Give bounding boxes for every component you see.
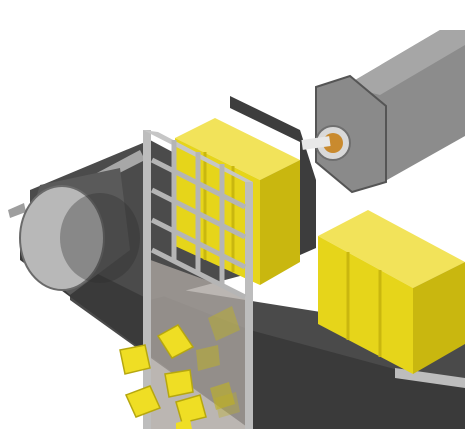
chute-frame-right [245,182,253,429]
cube [156,324,195,359]
stack-side [260,160,300,285]
plate-face [230,96,316,255]
cube [196,345,220,371]
pusher-back-plate [230,96,316,255]
right-stack-front [318,236,413,374]
product-stack-right [318,210,465,374]
falling-cubes [119,306,240,429]
right-stack-top [318,210,465,288]
linear-actuator [301,30,465,194]
cube [164,369,194,398]
stack-top [175,118,300,180]
right-stack-side [413,262,465,374]
cube [176,419,192,429]
actuator-flange [315,74,387,194]
piston-rod [301,136,331,150]
cube [175,394,207,424]
roller-shadow [60,193,140,283]
cube [208,306,240,341]
cube [215,392,240,418]
chute-frame-left [143,130,151,429]
cube [210,382,235,410]
actuator-top [345,30,465,95]
roller-end [19,185,105,291]
cube [119,344,151,375]
cube [124,385,162,418]
infeed-side-rail-front [8,203,26,218]
drive-roller [19,168,140,295]
grid-bars [150,140,247,300]
